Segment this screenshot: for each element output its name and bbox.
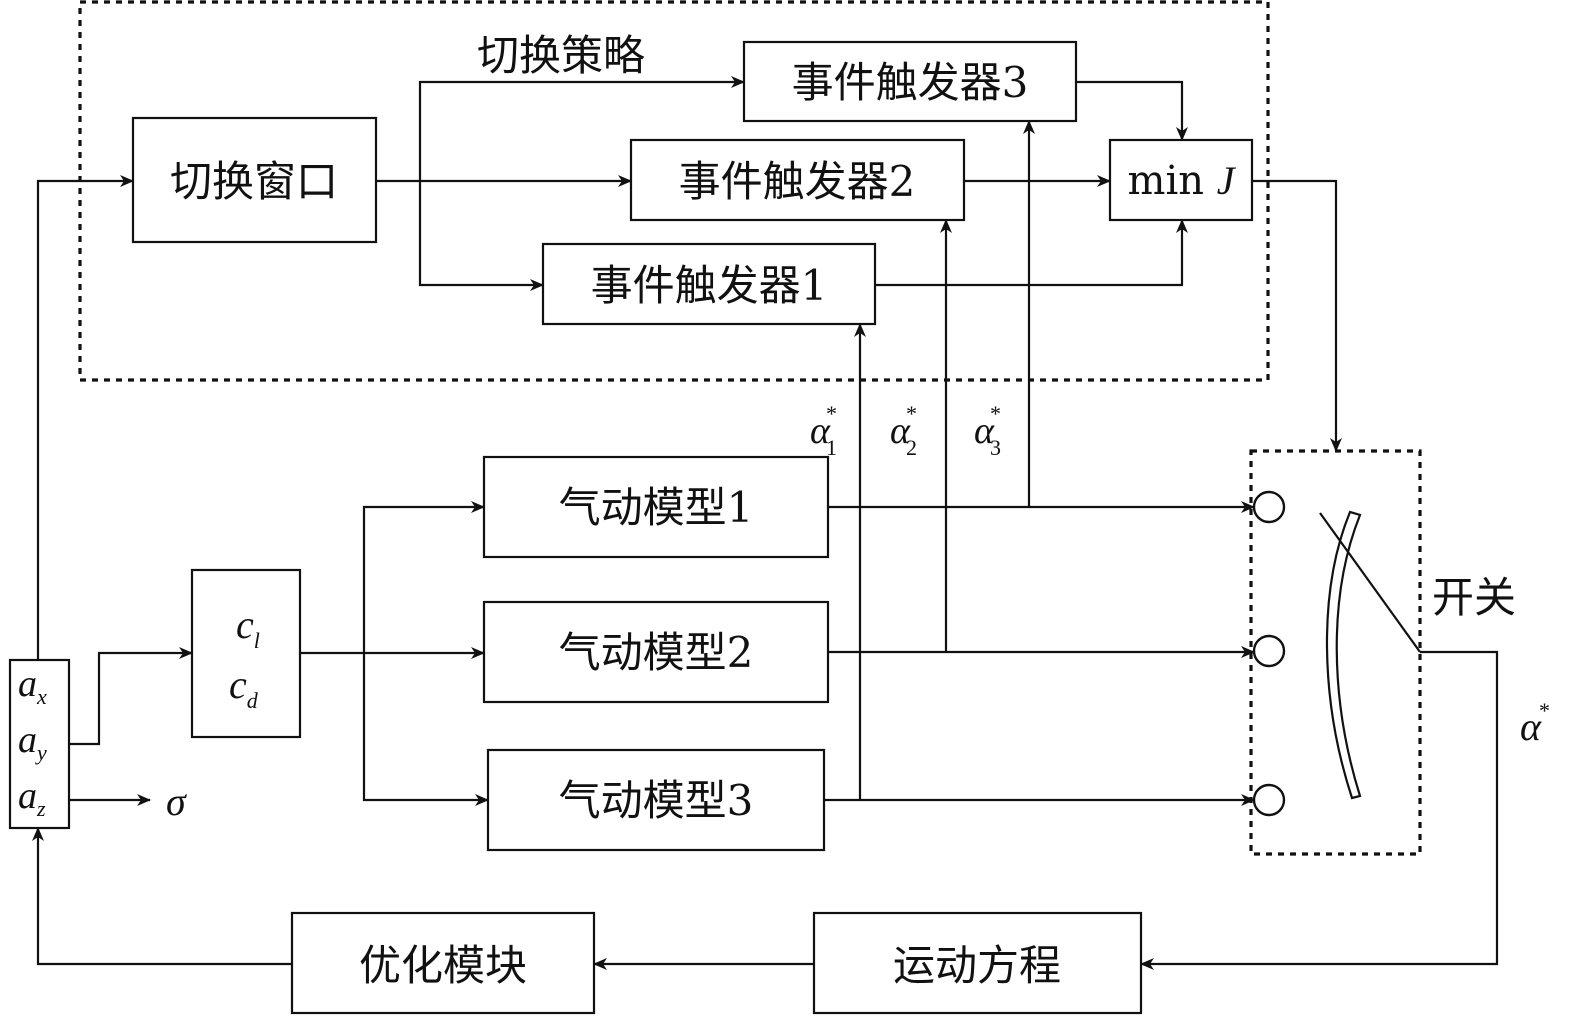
arrow-accel-to-window [36,175,134,660]
alpha3-sup: * [990,401,1001,426]
acceleration-box [8,658,71,830]
switch-lever [1319,512,1421,653]
alpha-out-base: α [1520,704,1542,749]
switch-contact-1 [1252,490,1286,524]
ax-label: ax [18,663,47,709]
switch-contact-3 [1252,783,1286,817]
alpha1-sub: 1 [826,435,837,460]
cl-base: c [236,602,254,647]
arrow-coef-to-model3 [362,653,489,806]
ax-base: a [18,663,37,705]
event-trigger-3-box [742,40,1078,123]
alpha3-base: α [974,410,995,452]
switching-strategy-region [78,0,1270,382]
event-trigger-1-label: 事件触发器1 [591,261,828,310]
arrow-switch-to-motion [1140,650,1499,970]
motion-equation-label: 运动方程 [893,941,1061,990]
arrow-trigger3-to-minj [1076,80,1188,141]
ay-label: ay [18,719,47,765]
alpha2-sub: 2 [906,435,917,460]
min-j-prefix: min [1128,158,1217,204]
switching-strategy-label: 切换策略 [477,31,645,80]
event-trigger-2-box [629,138,966,222]
switch-contact-2 [1252,634,1286,668]
cl-label: cl [236,602,260,653]
aero-model-2-label: 气动模型2 [559,628,754,677]
alpha2-sup: * [906,401,917,426]
alpha-out-sup: * [1539,698,1550,723]
arrow-accel-to-coef [69,647,193,746]
aero-model-3-label: 气动模型3 [559,776,754,825]
az-label: az [18,775,46,821]
arrow-window-to-trigger1 [418,181,544,291]
alpha3-label: α* 3 [974,401,1001,460]
cl-sub: l [254,628,260,653]
arrow-minj-to-switch [1252,179,1342,452]
cd-sub: d [247,688,259,713]
alpha1-sup: * [826,401,837,426]
alpha3-sub: 3 [990,435,1001,460]
event-trigger-3-label: 事件触发器3 [792,58,1029,107]
ax-sub: x [36,684,47,709]
alpha2-base: α [890,410,911,452]
az-base: a [18,775,37,817]
cd-label: cd [229,662,259,713]
alpha1-label: α* 1 [810,401,837,460]
alpha1-base: α [810,410,831,452]
min-j-label: min J [1128,158,1237,204]
sigma-label: σ [166,779,187,824]
alpha-out-label: α* [1520,698,1550,749]
optimization-module-label: 优化模块 [359,941,527,990]
arrow-opt-to-accel [32,827,292,966]
aero-model-1-label: 气动模型1 [559,483,754,532]
min-j-var: J [1217,158,1237,203]
switch-arc [1325,510,1362,800]
alpha2-label: α* 2 [890,401,917,460]
ay-base: a [18,719,37,761]
switch-label: 开关 [1432,573,1516,622]
cd-base: c [229,662,247,707]
az-sub: z [36,796,46,821]
arrow-coef-to-model1 [362,501,485,653]
event-trigger-2-label: 事件触发器2 [679,157,916,206]
aero-model-1-box [482,455,830,559]
arrow-trigger1-to-minj [875,219,1188,287]
ay-sub: y [35,740,47,765]
switch-window-label: 切换窗口 [170,157,338,206]
arrow-window-to-trigger3 [418,76,745,181]
